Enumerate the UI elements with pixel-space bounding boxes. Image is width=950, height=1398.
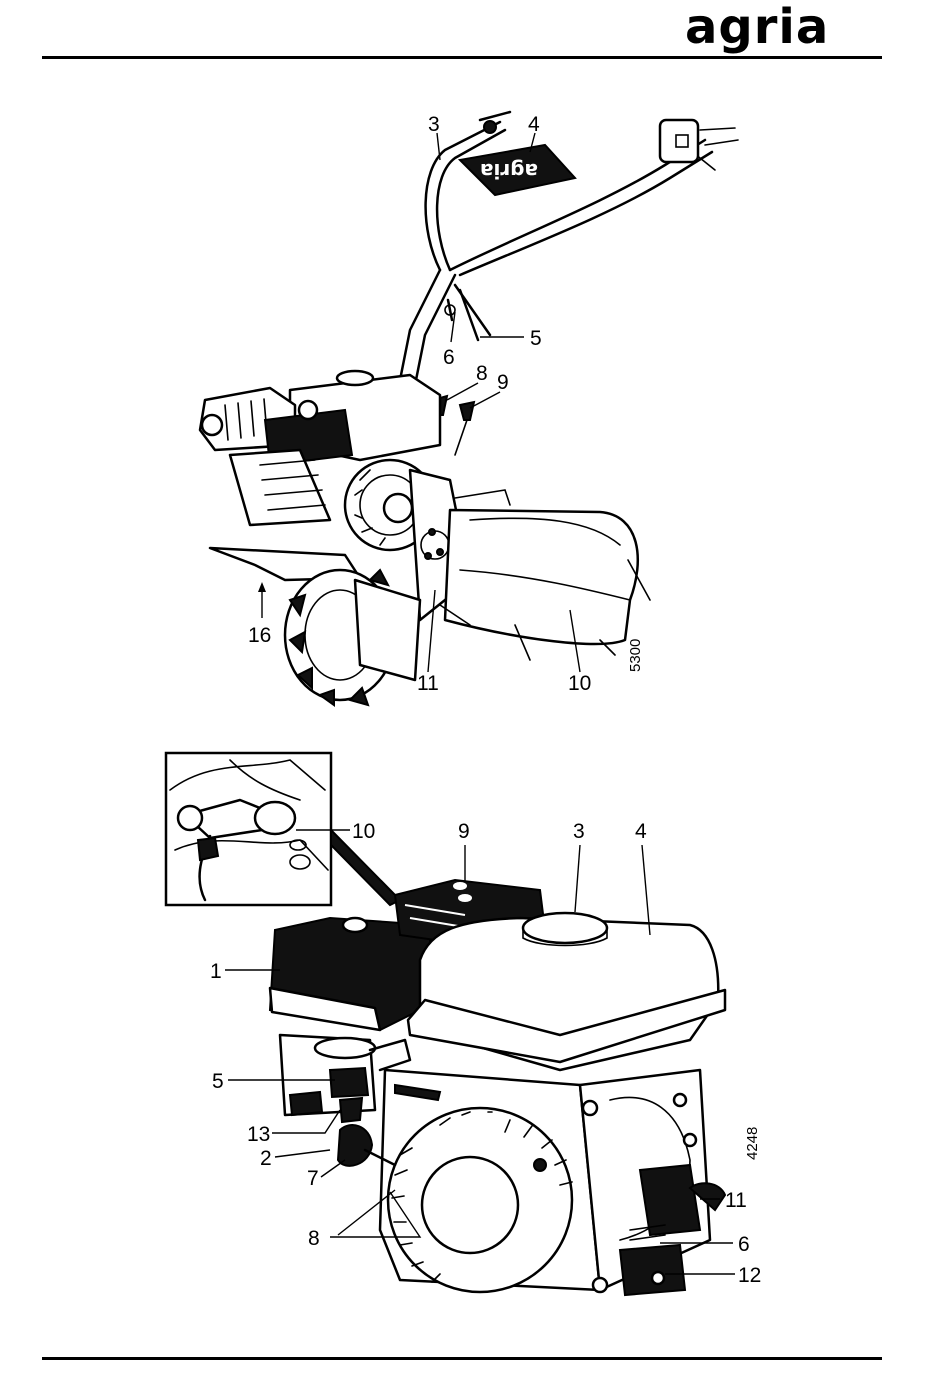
callout-11: 11: [417, 672, 439, 695]
callout-16: 16: [248, 624, 271, 647]
callout-10-engine: 10: [352, 820, 375, 843]
figure-number-bottom: 4248: [744, 1127, 761, 1160]
handlebar-drawing: [400, 112, 738, 385]
callout-9-engine: 9: [458, 820, 470, 843]
callout-5: 5: [530, 327, 542, 350]
callout-6: 6: [443, 346, 455, 369]
callout-1-engine: 1: [210, 960, 222, 983]
callout-2-engine: 2: [260, 1147, 272, 1170]
tiller-illustration: agria: [200, 112, 738, 705]
engine-illustration: 10 9 3 4 1 5 13 2 7 8 11 6 12 4248: [166, 753, 761, 1295]
handlebar-plate: agria: [460, 145, 575, 195]
callout-4-engine: 4: [635, 820, 647, 843]
callout-8: 8: [476, 362, 488, 385]
callout-8-engine: 8: [308, 1227, 320, 1250]
callout-11-engine: 11: [725, 1189, 747, 1212]
fuel-tank-drawing: [408, 913, 725, 1070]
callout-12-engine: 12: [738, 1264, 761, 1287]
plate-text: agria: [480, 159, 538, 183]
callout-7-engine: 7: [307, 1167, 319, 1190]
tine-shield-drawing: [440, 490, 650, 660]
callout-3-engine: 3: [573, 820, 585, 843]
skid-arrow-icon: [258, 582, 266, 592]
callout-5-engine: 5: [212, 1070, 224, 1093]
wheel-drawing: [285, 570, 420, 705]
callout-13-engine: 13: [247, 1123, 270, 1146]
recoil-starter-drawing: [388, 1108, 572, 1292]
callout-3: 3: [428, 113, 440, 136]
callout-6-engine: 6: [738, 1233, 750, 1256]
callout-9: 9: [497, 371, 509, 394]
callout-4: 4: [528, 113, 540, 136]
figure-number-top: 5300: [627, 639, 644, 672]
callout-10: 10: [568, 672, 591, 695]
